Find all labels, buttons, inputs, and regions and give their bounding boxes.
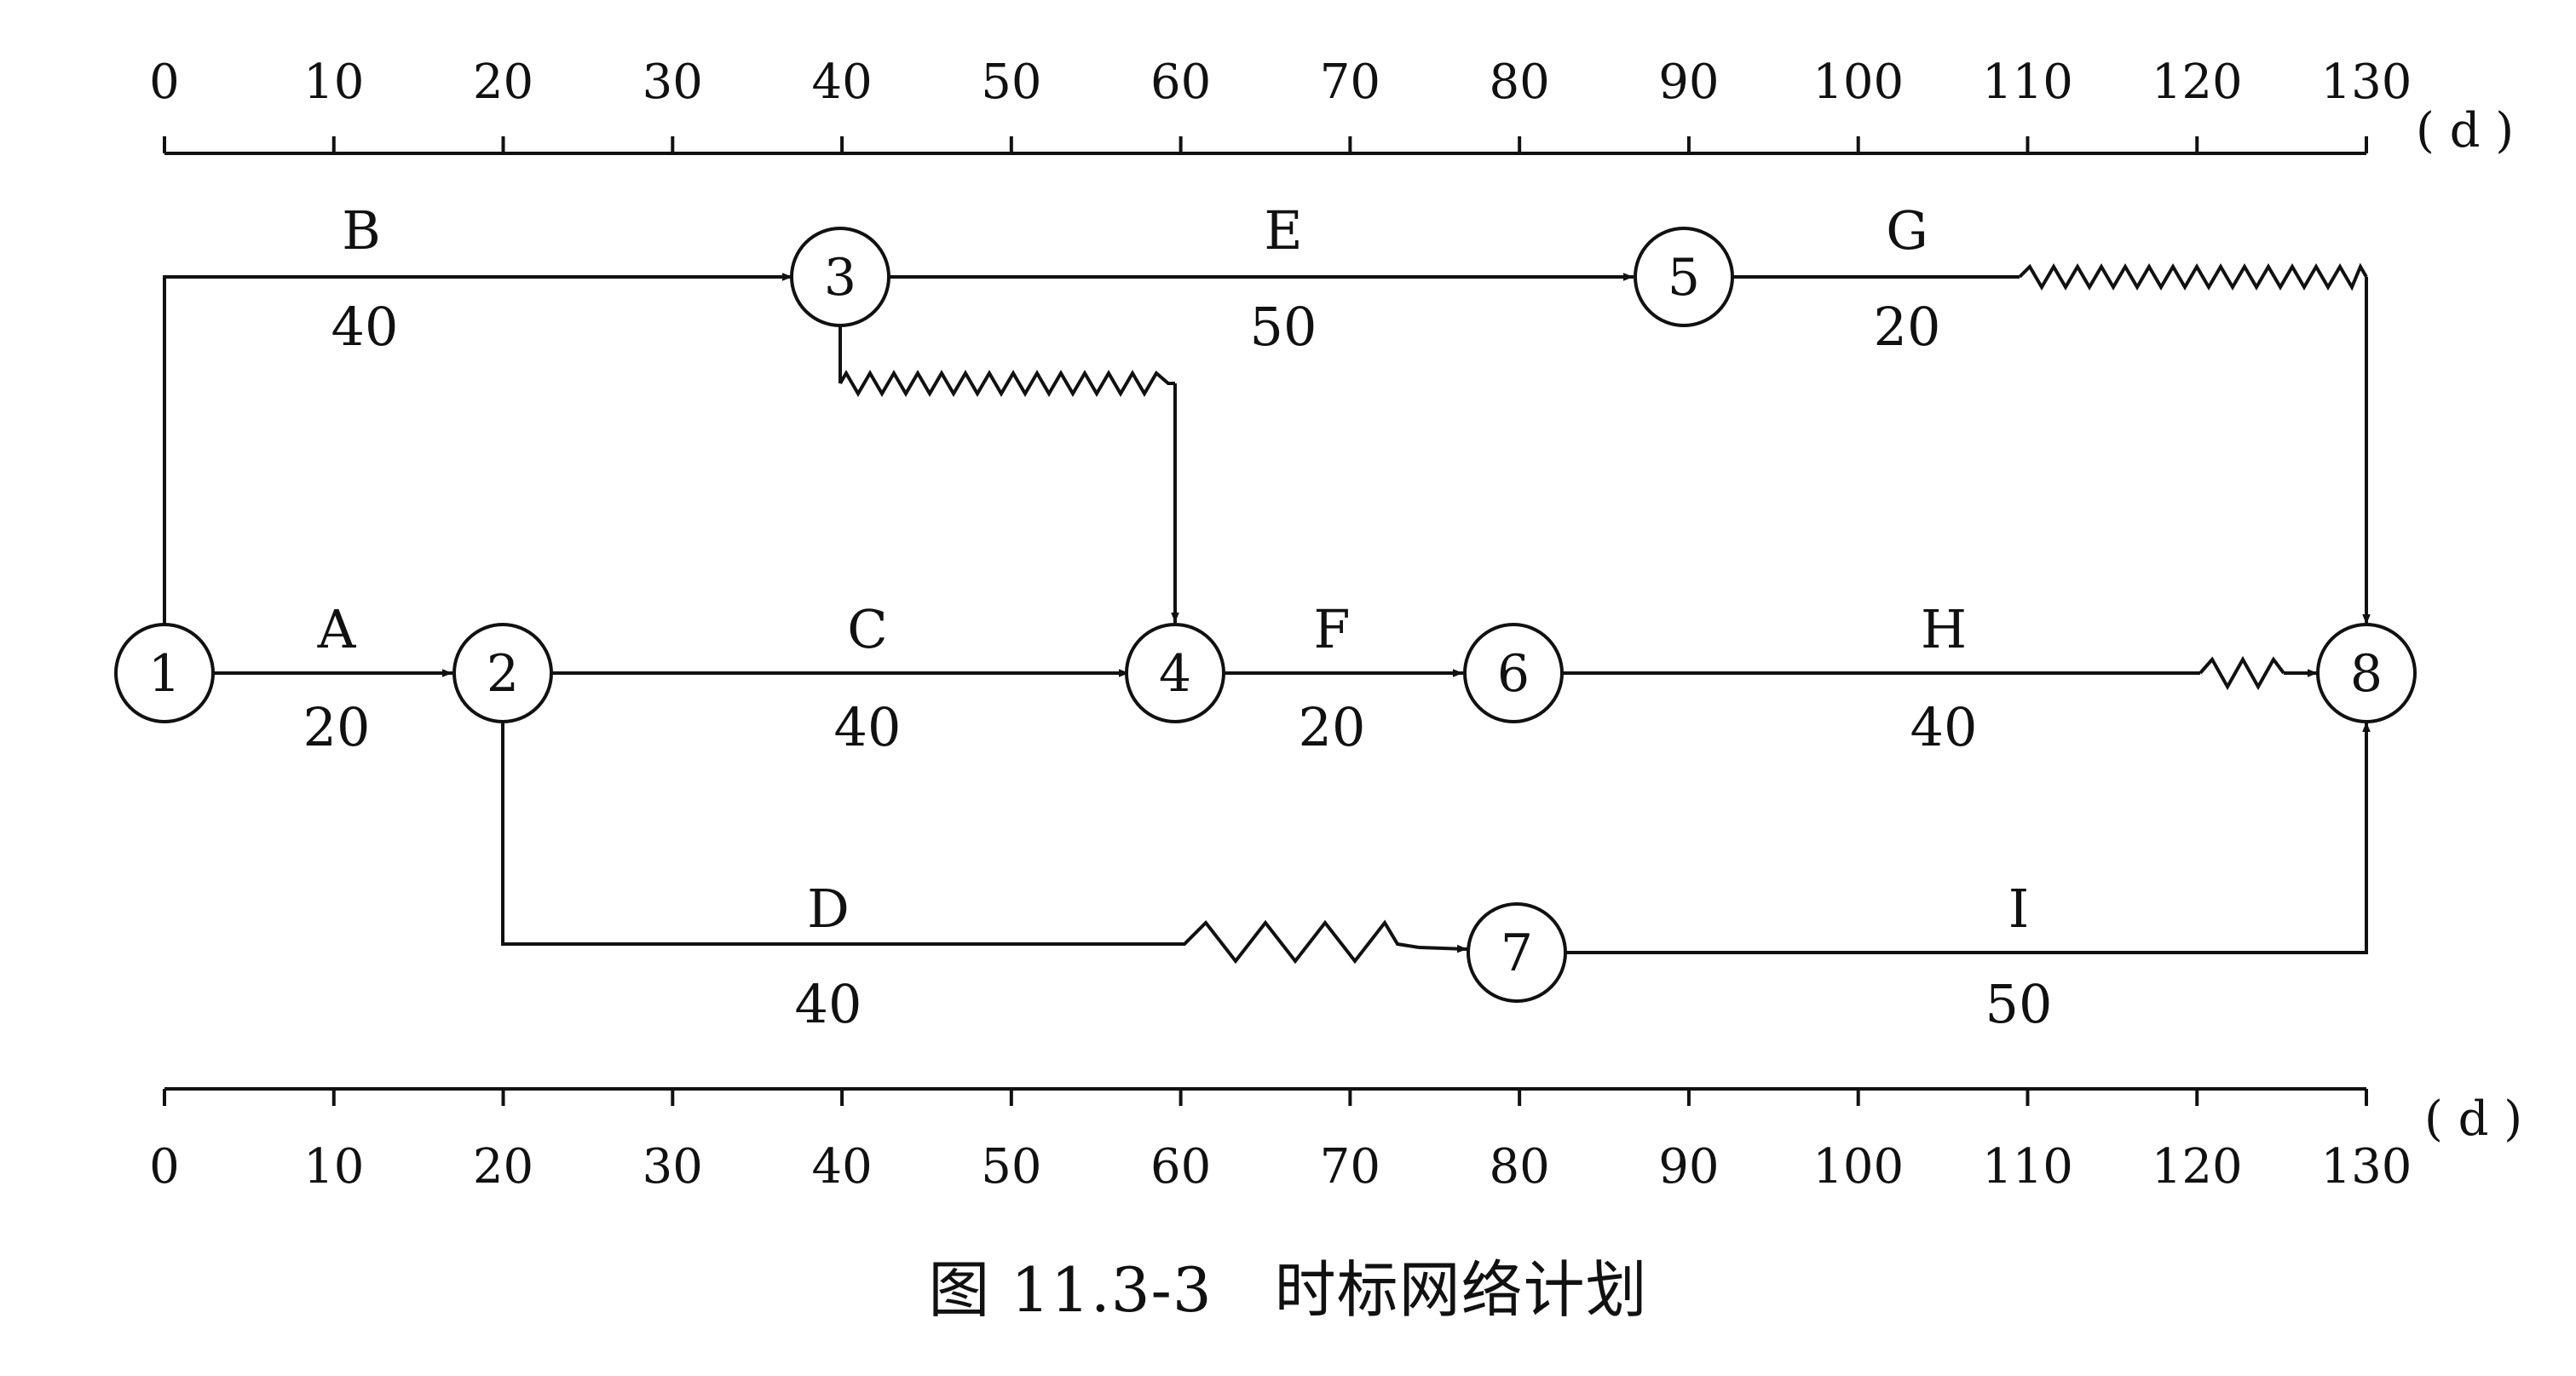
node-4: 4 xyxy=(1125,623,1225,723)
bottom-axis-tick-label: 120 xyxy=(2152,1139,2243,1195)
activity-a-duration: 20 xyxy=(303,696,371,758)
top-axis-tick-label: 10 xyxy=(303,55,364,110)
top-axis-tick-label: 30 xyxy=(643,55,703,110)
node-4-label: 4 xyxy=(1159,644,1191,704)
bottom-axis-tick-label: 40 xyxy=(811,1139,872,1195)
node-3: 3 xyxy=(790,227,890,327)
top-axis-tick-label: 80 xyxy=(1490,55,1550,110)
bottom-axis-tick-label: 20 xyxy=(473,1139,533,1195)
arrow-d xyxy=(501,722,1176,946)
bottom-axis-tick-label: 10 xyxy=(303,1139,364,1195)
node-8-label: 8 xyxy=(2350,644,2383,704)
activity-i-name: I xyxy=(2008,878,2030,940)
top-axis-tick-label: 90 xyxy=(1658,55,1719,110)
top-axis-tick-label: 110 xyxy=(1982,55,2073,110)
arrow-i xyxy=(1566,722,2371,954)
node-6: 6 xyxy=(1463,623,1564,723)
free-float-waves xyxy=(838,262,2371,964)
bottom-time-axis: 0 10 20 30 40 50 60 70 80 90 100 110 120 130 ( d ) xyxy=(149,1087,2522,1195)
top-axis-tick-label: 130 xyxy=(2321,55,2412,110)
activity-c-duration: 40 xyxy=(834,696,902,758)
activity-f-duration: 20 xyxy=(1299,696,1366,758)
bottom-axis-tick-label: 90 xyxy=(1658,1139,1719,1195)
bottom-axis-tick-label: 100 xyxy=(1812,1139,1904,1195)
wave-d xyxy=(1176,919,1420,964)
top-axis-tick-label: 60 xyxy=(1150,55,1211,110)
top-axis-unit: ( d ) xyxy=(2416,103,2514,158)
activity-f-name: F xyxy=(1313,598,1350,660)
activity-h-name: H xyxy=(1921,598,1967,660)
network-nodes: 1 2 3 4 5 6 7 8 xyxy=(114,227,2417,1003)
bottom-axis-tick-label: 110 xyxy=(1982,1139,2073,1195)
activity-g-name: G xyxy=(1886,199,1928,262)
arrow-b xyxy=(163,273,792,625)
node-6-label: 6 xyxy=(1497,644,1530,704)
activity-e-name: E xyxy=(1264,199,1302,262)
top-axis-tick-label: 70 xyxy=(1320,55,1380,110)
wave-g xyxy=(2018,262,2368,291)
figure-caption: 图 11.3-3 时标网络计划 xyxy=(928,1254,1648,1326)
activity-b-duration: 40 xyxy=(331,296,399,358)
activity-c-name: C xyxy=(847,598,887,660)
top-axis-tick-label: 20 xyxy=(473,55,533,110)
bottom-axis-tick-label: 30 xyxy=(643,1139,703,1195)
bottom-axis-tick-label: 60 xyxy=(1150,1139,1211,1195)
node-2: 2 xyxy=(452,623,553,723)
top-axis-tick-label: 0 xyxy=(149,55,180,110)
bottom-axis-tick-label: 0 xyxy=(149,1139,180,1195)
activity-d-name: D xyxy=(807,878,850,940)
top-axis-tick-label: 120 xyxy=(2152,55,2243,110)
bottom-axis-tick-label: 130 xyxy=(2321,1139,2412,1195)
bottom-axis-tick-label: 70 xyxy=(1320,1139,1380,1195)
activity-e-duration: 50 xyxy=(1250,296,1317,358)
node-5-label: 5 xyxy=(1668,248,1700,308)
bottom-axis-tick-label: 80 xyxy=(1490,1139,1550,1195)
bottom-axis-ticks: 0 10 20 30 40 50 60 70 80 90 100 110 120 130 xyxy=(149,1089,2412,1195)
bottom-axis-tick-label: 50 xyxy=(981,1139,1041,1195)
node-1: 1 xyxy=(114,623,215,723)
top-axis-ticks: 0 10 20 30 40 50 60 70 80 90 100 110 120 130 xyxy=(149,55,2412,153)
top-axis-tick-label: 50 xyxy=(981,55,1041,110)
top-axis-tick-label: 40 xyxy=(811,55,872,110)
wave-dummy-3-4 xyxy=(838,370,1175,397)
activity-b-name: B xyxy=(342,199,381,262)
node-1-label: 1 xyxy=(148,644,181,704)
top-axis-tick-label: 100 xyxy=(1812,55,1904,110)
top-time-axis: 0 10 20 30 40 50 60 70 80 90 100 110 120 130 ( d ) xyxy=(149,55,2514,158)
node-2-label: 2 xyxy=(487,644,519,704)
node-7-label: 7 xyxy=(1501,924,1533,983)
activity-h-duration: 40 xyxy=(1910,696,1978,758)
wave-d-tail xyxy=(1418,944,1468,953)
node-8: 8 xyxy=(2316,623,2417,723)
activity-d-duration: 40 xyxy=(795,973,862,1035)
activity-labels: A 20 B 40 C 40 D 40 E 50 F 20 G 20 H 40 … xyxy=(303,199,2053,1035)
node-3-label: 3 xyxy=(824,248,856,308)
node-5: 5 xyxy=(1634,227,1734,327)
bottom-axis-unit: ( d ) xyxy=(2424,1091,2522,1147)
wave-h xyxy=(2199,655,2285,691)
activity-g-duration: 20 xyxy=(1874,296,1941,358)
activity-i-duration: 50 xyxy=(1985,973,2053,1035)
node-7: 7 xyxy=(1467,902,1567,1003)
activity-arrows xyxy=(163,273,2371,954)
activity-a-name: A xyxy=(317,598,357,660)
